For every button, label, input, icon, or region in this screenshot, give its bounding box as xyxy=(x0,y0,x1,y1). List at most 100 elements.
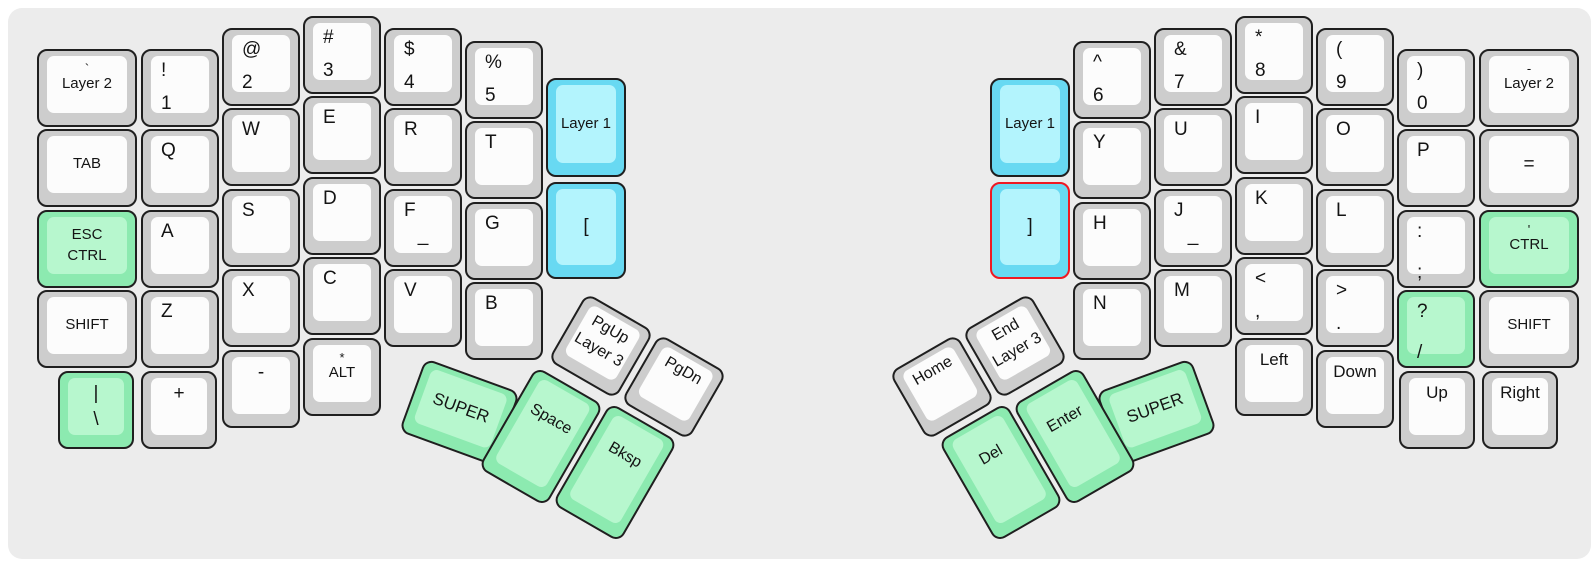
key-grave-layer2-left[interactable]: `Layer 2 xyxy=(37,49,137,127)
key-n[interactable]: N xyxy=(1073,282,1151,360)
key-5[interactable]: %5 xyxy=(465,41,543,119)
key-minus[interactable]: - xyxy=(222,350,300,428)
key-4[interactable]: $4 xyxy=(384,28,462,106)
key-7-label: 7 xyxy=(1174,72,1185,93)
key-q[interactable]: Q xyxy=(141,129,219,207)
key-left-bracket-label: [ xyxy=(583,216,589,238)
key-period-face: >. xyxy=(1326,276,1384,333)
key-dash-layer2-right-label: - xyxy=(1526,61,1532,76)
key-e[interactable]: E xyxy=(303,96,381,174)
key-p-face: P xyxy=(1407,136,1465,193)
key-left-bracket[interactable]: [ xyxy=(546,182,626,279)
key-7[interactable]: &7 xyxy=(1154,28,1232,106)
key-j[interactable]: J_ xyxy=(1154,189,1232,267)
key-right-bracket[interactable]: ] xyxy=(990,182,1070,279)
key-7-face: &7 xyxy=(1164,35,1222,92)
key-comma-label: < xyxy=(1255,268,1267,289)
key-s-label: S xyxy=(242,200,255,221)
key-k[interactable]: K xyxy=(1235,177,1313,255)
key-layer1-left-face: Layer 1 xyxy=(556,85,616,163)
key-v-label: V xyxy=(404,280,417,301)
key-left-bracket-face: [ xyxy=(556,189,616,265)
key-b[interactable]: B xyxy=(465,282,543,360)
key-layer1-left[interactable]: Layer 1 xyxy=(546,78,626,177)
key-b-label: B xyxy=(485,293,498,314)
key-1[interactable]: !1 xyxy=(141,49,219,127)
key-s[interactable]: S xyxy=(222,189,300,267)
key-equals[interactable]: = xyxy=(1479,129,1579,207)
key-a[interactable]: A xyxy=(141,210,219,288)
key-f[interactable]: F_ xyxy=(384,189,462,267)
key-p[interactable]: P xyxy=(1397,129,1475,207)
key-dash-layer2-right[interactable]: -Layer 2 xyxy=(1479,49,1579,127)
key-1-label: 1 xyxy=(161,93,172,114)
key-tab-face: TAB xyxy=(47,136,127,193)
key-0[interactable]: )0 xyxy=(1397,49,1475,127)
key-shift-right[interactable]: SHIFT xyxy=(1479,290,1579,368)
key-t-face: T xyxy=(475,128,533,185)
key-plus-face: + xyxy=(151,378,207,435)
key-semicolon-label: : xyxy=(1417,221,1423,242)
key-5-label: 5 xyxy=(485,85,496,106)
key-left-arrow[interactable]: Left xyxy=(1235,338,1313,416)
key-6[interactable]: ^6 xyxy=(1073,41,1151,119)
key-plus[interactable]: + xyxy=(141,371,217,449)
key-h-label: H xyxy=(1093,213,1107,234)
key-down-arrow[interactable]: Down xyxy=(1316,350,1394,428)
key-pipe-backslash-label: \ xyxy=(93,409,99,430)
key-m[interactable]: M xyxy=(1154,269,1232,347)
key-alt[interactable]: *ALT xyxy=(303,338,381,416)
key-dash-layer2-right-label: Layer 2 xyxy=(1503,75,1555,93)
key-w[interactable]: W xyxy=(222,108,300,186)
key-3-label: 3 xyxy=(323,60,334,81)
key-4-face: $4 xyxy=(394,35,452,92)
key-right-arrow[interactable]: Right xyxy=(1482,371,1558,449)
key-grave-layer2-left-face: `Layer 2 xyxy=(47,56,127,113)
key-j-label: J xyxy=(1174,200,1184,221)
key-slash[interactable]: ?/ xyxy=(1397,290,1475,368)
key-4-label: 4 xyxy=(404,72,415,93)
key-z[interactable]: Z xyxy=(141,290,219,368)
key-u[interactable]: U xyxy=(1154,108,1232,186)
key-t[interactable]: T xyxy=(465,121,543,199)
key-8[interactable]: *8 xyxy=(1235,16,1313,94)
key-i-label: I xyxy=(1255,107,1261,128)
key-x-face: X xyxy=(232,276,290,333)
key-comma-face: <, xyxy=(1245,264,1303,321)
key-y[interactable]: Y xyxy=(1073,121,1151,199)
key-g-label: G xyxy=(485,213,500,234)
key-semicolon[interactable]: :; xyxy=(1397,210,1475,288)
key-y-face: Y xyxy=(1083,128,1141,185)
key-v[interactable]: V xyxy=(384,269,462,347)
key-quote-ctrl[interactable]: 'CTRL xyxy=(1479,210,1579,288)
key-pipe-backslash[interactable]: |\ xyxy=(58,371,134,449)
key-c[interactable]: C xyxy=(303,257,381,335)
key-l[interactable]: L xyxy=(1316,189,1394,267)
key-d[interactable]: D xyxy=(303,177,381,255)
key-x[interactable]: X xyxy=(222,269,300,347)
key-n-label: N xyxy=(1093,293,1107,314)
key-comma[interactable]: <, xyxy=(1235,257,1313,335)
key-i-face: I xyxy=(1245,103,1303,160)
key-9[interactable]: (9 xyxy=(1316,28,1394,106)
key-2[interactable]: @2 xyxy=(222,28,300,106)
key-layer1-right[interactable]: Layer 1 xyxy=(990,78,1070,177)
key-o[interactable]: O xyxy=(1316,108,1394,186)
key-h[interactable]: H xyxy=(1073,202,1151,280)
key-shift-left[interactable]: SHIFT xyxy=(37,290,137,368)
key-g[interactable]: G xyxy=(465,202,543,280)
key-left-arrow-face: Left xyxy=(1245,345,1303,402)
key-period[interactable]: >. xyxy=(1316,269,1394,347)
key-i[interactable]: I xyxy=(1235,96,1313,174)
key-8-label: 8 xyxy=(1255,60,1266,81)
key-a-face: A xyxy=(151,217,209,274)
key-9-label: ( xyxy=(1336,39,1343,60)
key-s-face: S xyxy=(232,196,290,253)
key-3[interactable]: #3 xyxy=(303,16,381,94)
key-tab[interactable]: TAB xyxy=(37,129,137,207)
key-alt-label: * xyxy=(339,350,345,365)
key-o-label: O xyxy=(1336,119,1351,140)
key-up-arrow[interactable]: Up xyxy=(1399,371,1475,449)
key-r[interactable]: R xyxy=(384,108,462,186)
